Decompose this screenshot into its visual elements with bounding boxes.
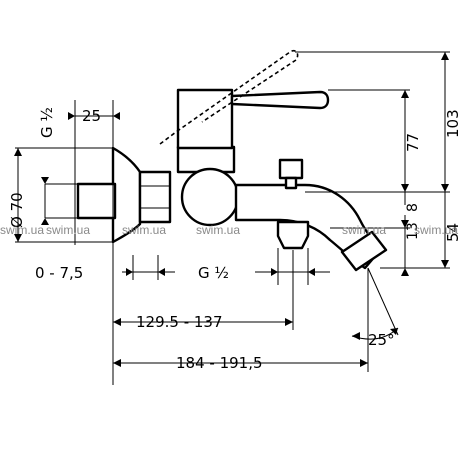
- dim-77-label: 77: [404, 133, 422, 152]
- watermark-text: swim.ua: [196, 223, 240, 237]
- dim-54-label: 54: [444, 223, 462, 242]
- watermark-text: swim.ua: [342, 223, 386, 237]
- watermark-row: swim.ua swim.ua swim.ua swim.ua swim.ua …: [0, 223, 458, 237]
- watermark-text: swim.ua: [46, 223, 90, 237]
- dim-103-label: 103: [444, 109, 462, 138]
- dimension-lines: [14, 51, 450, 385]
- watermark-text: swim.ua: [414, 223, 458, 237]
- dim-129-label: 129.5 - 137: [136, 313, 223, 331]
- watermark-text: swim.ua: [122, 223, 166, 237]
- dim-8-label: 8: [405, 203, 421, 212]
- dim-13-label: 13: [405, 222, 421, 240]
- dimension-labels: 25 G ½ Ø 70 0 - 7,5 G ½ 129.5 - 137 184 …: [8, 107, 462, 372]
- dim-25-label: 25: [82, 107, 101, 125]
- faucet-body: [76, 88, 388, 272]
- dim-thread-bottom-label: G ½: [198, 264, 229, 282]
- dim-184-label: 184 - 191,5: [176, 354, 263, 372]
- dim-angle-label: 25°: [368, 331, 395, 349]
- dim-thread-left-label: G ½: [38, 107, 56, 138]
- watermark-text: swim.ua: [0, 223, 44, 237]
- dim-70-label: Ø 70: [8, 192, 26, 228]
- dim-offset-label: 0 - 7,5: [35, 264, 83, 282]
